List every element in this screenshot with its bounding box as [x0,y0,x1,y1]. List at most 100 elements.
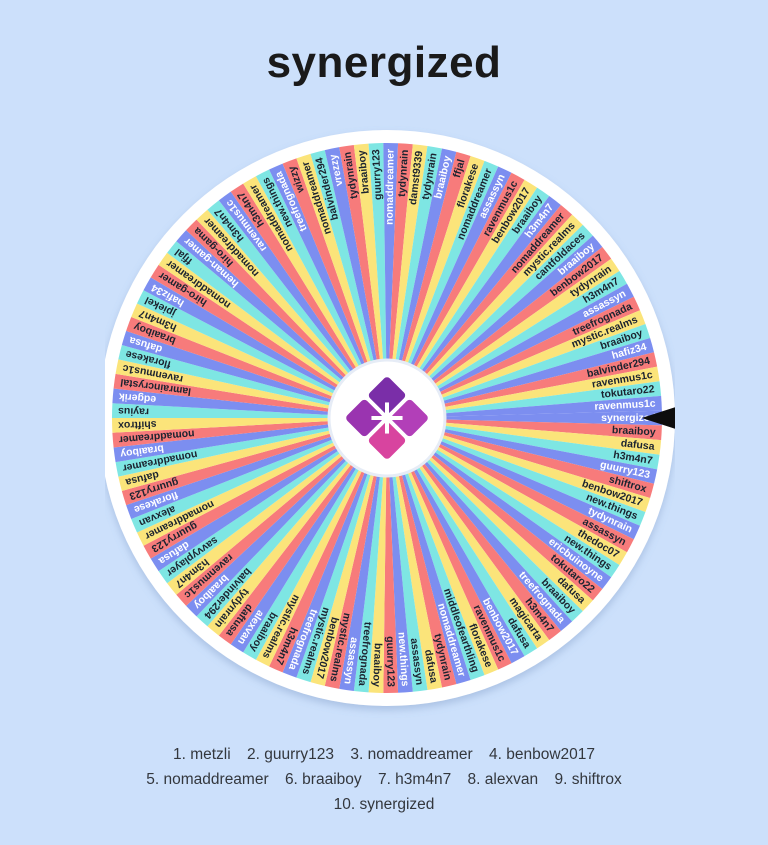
wheel-segment [368,143,387,418]
wheel-segment [387,418,640,540]
wheel-segment [387,418,550,649]
wheel-segment [387,418,662,441]
wheel-entry-label: dafusa [620,437,655,453]
wheel-segment [186,219,387,418]
wheel-segment [269,163,387,418]
wheel-segment [383,418,399,694]
wheel-segment [121,330,387,418]
wheel-segment [167,241,387,418]
wheel-segment [387,151,471,418]
wheel-segment [387,418,573,632]
result-item: 3. nomaddreamer [350,746,473,763]
wheel-segment [387,418,499,676]
wheel-segment [143,418,387,559]
wheel-segment [243,176,387,418]
wheel-segment [310,150,387,418]
wheel-segment [387,172,525,418]
wheel-segment [387,418,612,590]
wheel-segment [387,418,443,691]
wheel-segment [196,418,387,627]
wheel-segment [131,418,387,533]
wheel-segment [218,418,387,645]
wheel-segment [296,418,387,683]
wheel-segment [387,418,655,499]
wheel-segment [112,418,387,433]
wheel-segment [150,264,387,418]
wheel-segment [387,418,561,641]
wheel-segment [387,418,603,601]
wheel-segment [387,143,413,418]
wheel-entry-label: nomaddreamer [384,149,397,225]
wheel-segment [387,145,443,419]
wheel-segment [387,418,627,565]
wheel-segment [387,310,646,418]
wheel-segment [126,317,388,418]
result-item: 6. braaiboy [284,771,362,788]
wheel-segment [387,214,583,418]
result-item: 7. h3m4n7 [377,771,452,788]
wheel-segment [207,418,387,636]
wheel-segment [387,323,651,418]
wheel-entry-label: braaiboy [370,643,384,687]
wheel-segment [230,183,387,418]
wheel-segment [387,418,428,692]
wheel-segment [339,418,387,691]
wheel-segment [112,418,388,448]
wheel-entry-label: braaiboy [612,424,657,438]
wheel-segment [112,403,387,418]
wheel-segment [387,296,640,418]
wheel-segment [387,418,651,513]
wheel-segment [324,147,387,418]
wheel-segment [186,418,387,617]
wheel-segment [387,418,525,664]
wheel-svg[interactable]: synergizedbraaiboydafusah3m4n7guurry123s… [105,125,675,720]
wheel-segment [387,271,627,418]
result-item: 9. shiftrox [554,771,622,788]
result-item: 2. guurry123 [247,746,335,763]
wheel-segment [282,418,387,678]
purple-diamond-logo-icon [346,377,428,459]
wheel-segment [387,418,593,612]
wheel-entry-label: tokutaro22 [600,383,655,401]
wheel-segment [158,252,387,418]
wheel-entry-label: new.things [395,632,411,687]
wheel-segment [387,381,662,418]
wheel-segment [112,388,388,418]
wheel-segment [136,418,387,546]
wheel-entry-label: ffjal [451,158,468,179]
wheel-segment [113,373,387,418]
wheel-segment [387,179,538,418]
wheel-segment [368,418,387,693]
wheel-segment [387,195,561,418]
wheel-segment [207,200,387,418]
wheel-entry-label: guurry123 [370,149,384,200]
wheel-segment [143,277,387,418]
wheel-segment [218,191,387,418]
wheel-segment [131,303,387,418]
wheel-entry-label: dafusa [422,649,440,685]
wheel-segment [158,418,387,584]
wheel-segment [387,235,603,418]
wheel-entry-label: assassyn [408,637,426,685]
wheel-segment [387,148,457,418]
wheel-segment [282,158,387,418]
wheel-segment [383,142,399,418]
wheel-segment [387,418,583,622]
wheel-entry-label: braaiboy [119,442,164,460]
wheel-segment [387,258,620,418]
wheel-segment [387,418,538,657]
wheel-segment [387,144,428,418]
wheel-segment [196,209,387,418]
wheel-segment [387,224,593,418]
wheel-segment [296,153,387,419]
wheel-entry-label: synergized [601,412,656,424]
wheel-segment [255,418,387,667]
wheel-segment [310,418,387,686]
wheel-segment [269,418,387,673]
wheel-segment [255,169,387,418]
wheel-segment [387,418,512,670]
wheel-segment [387,246,612,418]
wheel-pointer-icon [641,407,675,429]
wheel-segment [387,352,658,418]
